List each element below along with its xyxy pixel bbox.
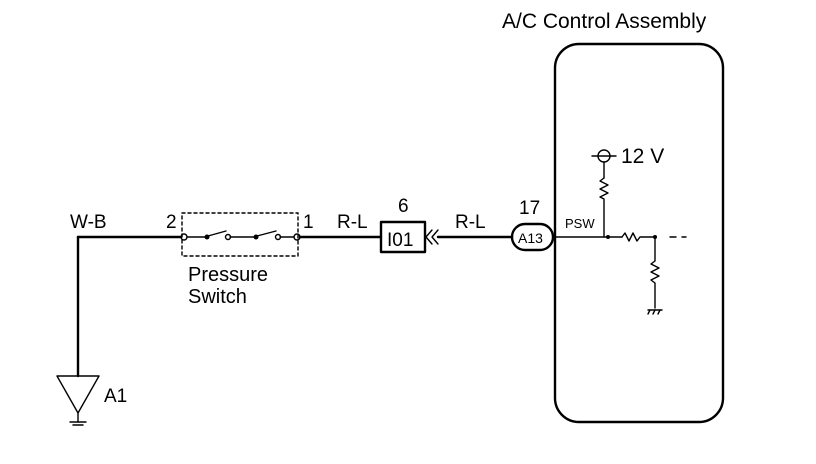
wire-color-w-b: W-B xyxy=(70,212,107,233)
connector-i01-pin: 6 xyxy=(398,196,409,217)
supply-voltage-label: 12 V xyxy=(621,145,664,168)
ground-label: A1 xyxy=(104,386,127,407)
switch-label-line2: Switch xyxy=(188,286,247,308)
connector-a13-pin: 17 xyxy=(519,198,540,219)
connector-a13 xyxy=(510,222,555,252)
terminal-psw-label: PSW xyxy=(565,216,595,231)
pressure-switch xyxy=(180,212,301,257)
connector-i01 xyxy=(379,220,439,254)
ground-symbol xyxy=(56,235,182,426)
switch-pin-left: 2 xyxy=(166,212,177,233)
switch-pin-right: 1 xyxy=(303,212,314,233)
connector-a13-label: A13 xyxy=(518,230,543,246)
wire-color-r-l-1: R-L xyxy=(337,212,368,233)
assembly-title: A/C Control Assembly xyxy=(502,10,707,33)
switch-label-line1: Pressure xyxy=(188,264,268,286)
control-assembly-box xyxy=(553,42,725,424)
wire-color-r-l-2: R-L xyxy=(455,212,486,233)
connector-i01-label: I01 xyxy=(387,230,413,251)
internal-circuit xyxy=(554,149,687,315)
